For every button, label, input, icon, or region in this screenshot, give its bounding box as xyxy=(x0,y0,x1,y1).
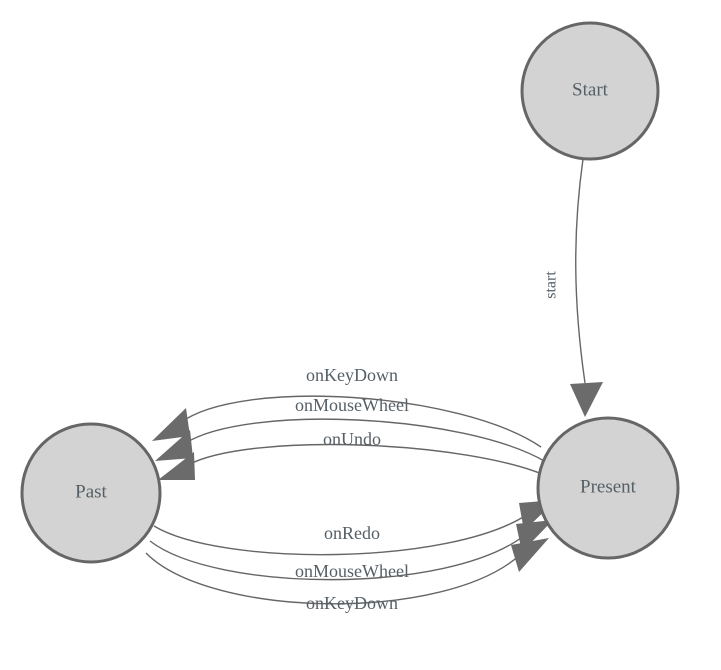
edge-label-onundo: onUndo xyxy=(323,429,381,449)
edge-path-present-past-3 xyxy=(187,443,550,478)
node-start-label: Start xyxy=(572,79,609,100)
arrowhead-present-past-2 xyxy=(155,430,193,461)
arrowhead-start-present xyxy=(570,382,603,417)
node-past[interactable]: Past xyxy=(20,422,162,564)
node-present[interactable]: Present xyxy=(536,416,680,560)
edge-path-past-present-4 xyxy=(153,513,529,556)
edge-path-past-present-5 xyxy=(149,534,526,581)
edge-present-to-past-onmousewheel[interactable]: onMouseWheel xyxy=(155,395,547,463)
edge-label-onmousewheel-bottom: onMouseWheel xyxy=(295,561,409,581)
node-past-circle xyxy=(20,422,162,564)
edge-path-present-past-2 xyxy=(183,418,547,463)
node-present-circle xyxy=(536,416,680,560)
node-past-label: Past xyxy=(75,481,107,502)
edge-present-to-past-onkeydown[interactable]: onKeyDown xyxy=(152,365,542,448)
edge-past-to-present-onredo[interactable]: onRedo xyxy=(153,500,556,556)
edge-label-onkeydown-bottom: onKeyDown xyxy=(306,593,398,613)
edge-present-to-past-onundo[interactable]: onUndo xyxy=(158,429,550,480)
edge-label-onkeydown-top: onKeyDown xyxy=(306,365,398,385)
node-start-circle xyxy=(520,21,660,161)
arrowhead-past-present-6 xyxy=(511,538,549,572)
edge-start-to-present[interactable]: start xyxy=(543,158,603,417)
edge-path-present-past-1 xyxy=(179,395,542,448)
arrowhead-present-past-1 xyxy=(152,408,190,441)
edge-label-start: start xyxy=(543,271,560,299)
node-start[interactable]: Start xyxy=(520,21,660,161)
edge-path-past-present-6 xyxy=(145,552,522,605)
edge-past-to-present-onkeydown[interactable]: onKeyDown xyxy=(145,538,549,613)
edge-label-onredo: onRedo xyxy=(324,523,380,543)
edge-path-start-present xyxy=(575,158,586,384)
edge-label-onmousewheel-top: onMouseWheel xyxy=(295,395,409,415)
node-present-label: Present xyxy=(580,476,637,497)
arrowhead-present-past-3 xyxy=(158,452,195,480)
